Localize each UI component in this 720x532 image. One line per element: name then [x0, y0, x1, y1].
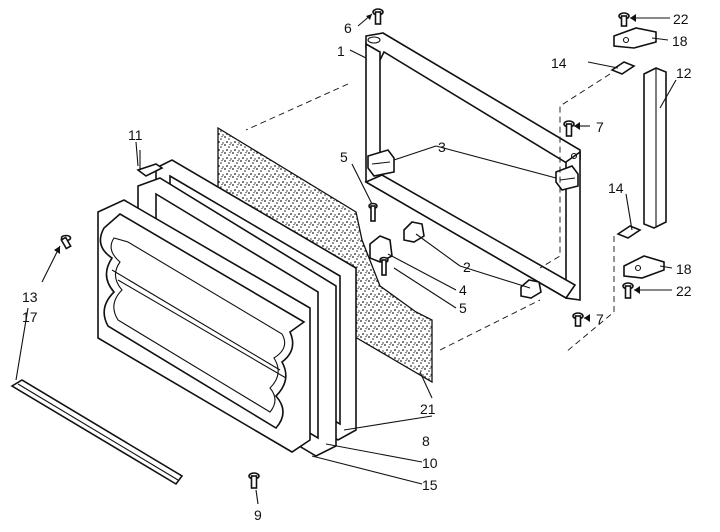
callout-12: 12 — [676, 65, 692, 81]
callout-22b: 22 — [676, 283, 692, 299]
callout-11: 11 — [128, 127, 143, 143]
callout-14a: 14 — [551, 55, 567, 71]
callout-8: 8 — [422, 433, 430, 449]
callouts: 1 6 3 5 2 4 5 7 7 22 18 14 12 14 18 22 1… — [22, 11, 692, 523]
callout-13: 13 — [22, 289, 38, 305]
top-trim — [136, 150, 164, 177]
callout-1: 1 — [337, 43, 345, 59]
callout-22a: 22 — [673, 11, 689, 27]
handle-strip — [643, 67, 667, 229]
door-liner — [97, 199, 311, 453]
callout-7b: 7 — [596, 311, 604, 327]
shim-bottom — [616, 225, 642, 239]
callout-9: 9 — [254, 507, 262, 523]
callout-21: 21 — [420, 401, 436, 417]
bottom-trim-strip — [10, 379, 184, 486]
callout-5b: 5 — [459, 300, 467, 316]
screw-9 — [248, 472, 260, 489]
callout-5a: 5 — [340, 149, 348, 165]
hinge-frame — [364, 32, 581, 301]
callout-4: 4 — [459, 282, 467, 298]
callout-2: 2 — [463, 259, 471, 275]
shim-top — [610, 61, 636, 75]
callout-10: 10 — [422, 455, 438, 471]
callout-17: 17 — [22, 309, 38, 325]
door-stop — [403, 221, 542, 299]
screw-13 — [60, 234, 72, 250]
callout-18b: 18 — [676, 261, 692, 277]
leader-lines — [15, 13, 677, 505]
hinge-pin-bottom — [622, 282, 634, 299]
callout-14b: 14 — [608, 180, 624, 196]
callout-18a: 18 — [672, 33, 688, 49]
assembly-guides — [245, 73, 615, 353]
callout-6: 6 — [344, 20, 352, 36]
callout-3: 3 — [438, 139, 446, 155]
hinge-top — [613, 27, 657, 49]
screw — [368, 8, 584, 327]
callout-7a: 7 — [596, 119, 604, 135]
callout-15: 15 — [422, 477, 438, 493]
bracket-left — [367, 149, 395, 177]
hinge-pin-top — [618, 12, 630, 27]
hinge-bottom — [623, 255, 665, 279]
bracket-right — [555, 165, 579, 191]
